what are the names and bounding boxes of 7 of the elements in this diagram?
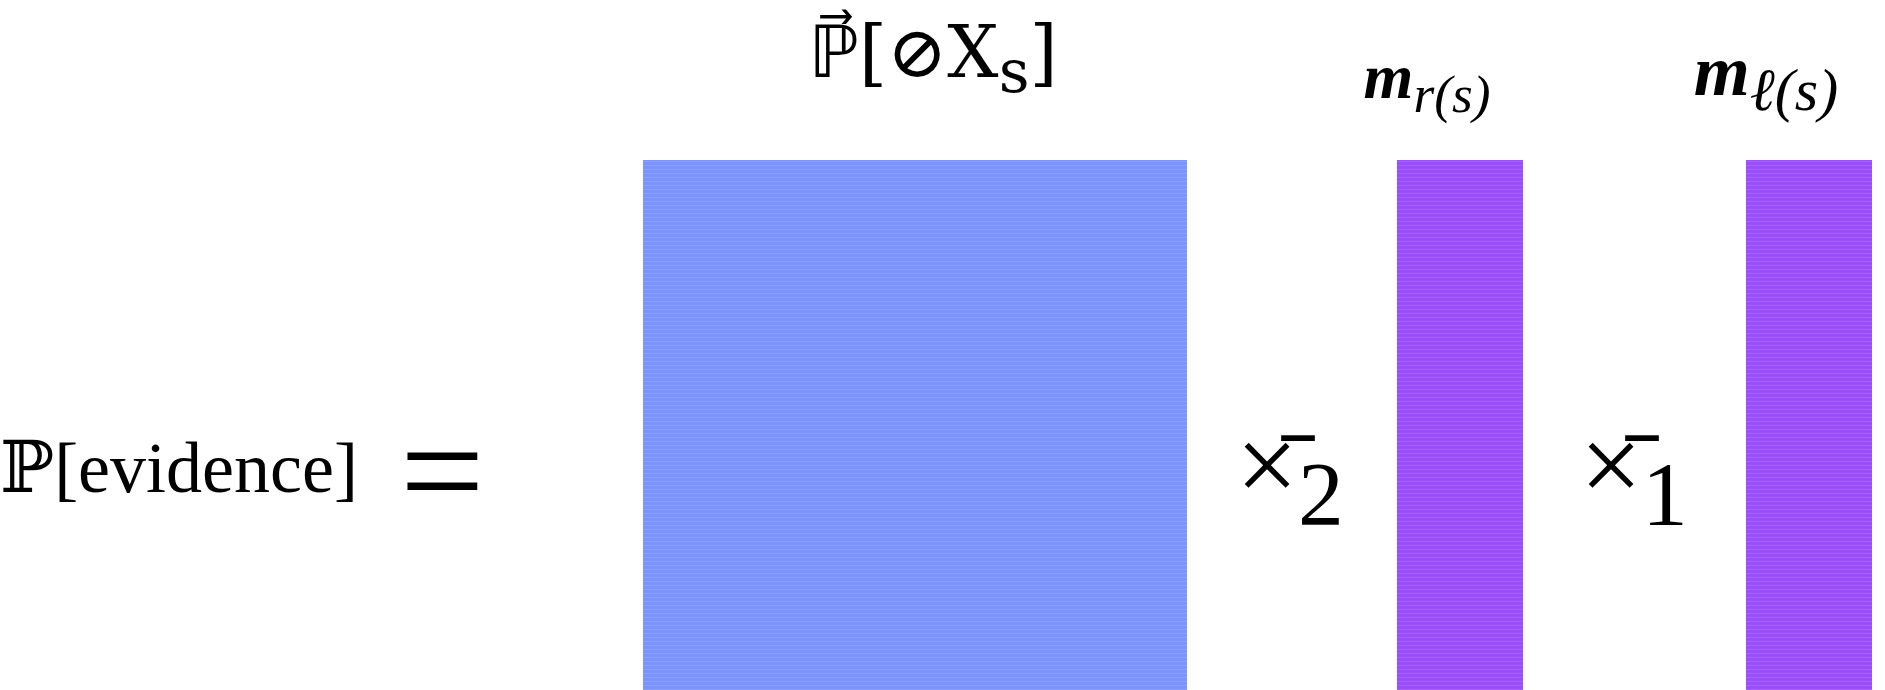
math-label: ℙ⃗[⊘X$_{s}$] — [807, 10, 1059, 107]
math-label: m$_{ℓ(s)}$ — [1692, 30, 1840, 126]
math-label: m$_{r(s)}$ — [1362, 40, 1492, 125]
math-expression: ℙ[evidence] — [0, 432, 358, 504]
contraction-operator: ×̄$_{2}$ — [1236, 410, 1344, 541]
contraction-operator: ×̄$_{1}$ — [1580, 410, 1688, 541]
equals-sign: = — [400, 395, 485, 545]
